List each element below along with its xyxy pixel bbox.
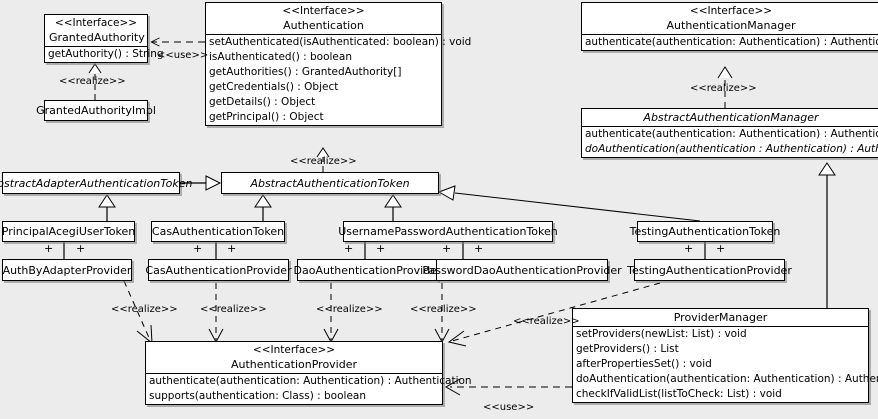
class-name: AbstractAdapterAuthenticationToken (0, 176, 193, 190)
stereotype-label: <<Interface>> (282, 5, 365, 17)
class-name: PasswordDaoAuthenticationProvider (422, 263, 622, 277)
class-name: CasAuthenticationProvider (145, 263, 292, 277)
edge-label-realize-abstractauthenticationmanager: <<realize>> (690, 83, 757, 94)
role-marker-plus: + (44, 242, 54, 255)
operations-compartment: authenticate(authentication: Authenticat… (582, 34, 878, 50)
operation-setProviders: setProviders(newList: List) : void (576, 328, 747, 340)
class-name: AuthenticationManager (666, 19, 796, 32)
edge-providermanager-extends-abstractauthenticationmanager (818, 162, 836, 308)
role-marker-plus: + (76, 242, 86, 255)
operation-getCredentials: getCredentials() : Object (209, 81, 339, 93)
edge-usernamepasswordauthenticationtoken-extends-abstractauthenticationtoken (384, 194, 402, 221)
operation-authenticate: authenticate(authentication: Authenticat… (149, 375, 472, 387)
operation-getAuthority: getAuthority() : String (48, 48, 164, 60)
edge-casauthenticationtoken-extends-abstractauthenticationtoken (254, 194, 272, 221)
class-name: TestingAuthenticationProvider (627, 263, 792, 277)
operation-getProviders: getProviders() : List (576, 343, 679, 355)
class-authentication-provider[interactable]: <<Interface>> AuthenticationProvider aut… (145, 341, 472, 405)
operation-isAuthenticated: isAuthenticated() : boolean (209, 51, 352, 63)
operations-compartment: setProviders(newList: List) : void getPr… (573, 326, 878, 402)
class-abstract-authentication-token[interactable]: AbstractAuthenticationToken (221, 172, 439, 194)
class-name: PrincipalAcegiUserToken (1, 225, 136, 238)
role-marker-plus: + (376, 242, 386, 255)
operations-compartment: setAuthenticated(isAuthenticated: boolea… (206, 34, 472, 125)
operation-afterPropertiesSet: afterPropertiesSet() : void (576, 358, 712, 370)
class-name: UsernamePasswordAuthenticationToken (338, 225, 558, 238)
role-marker-plus: + (227, 242, 237, 255)
role-marker-plus: + (474, 242, 484, 255)
class-header: ProviderManager (573, 309, 868, 326)
class-cas-authentication-token[interactable]: CasAuthenticationToken (151, 221, 285, 242)
class-abstract-adapter-authentication-token[interactable]: AbstractAdapterAuthenticationToken (0, 172, 192, 194)
edge-label-realize-testingauthenticationprovider: <<realize>> (513, 316, 580, 327)
class-granted-authority-impl[interactable]: GrantedAuthorityImpl (36, 100, 156, 121)
operation-getDetails: getDetails() : Object (209, 96, 316, 108)
operation-doAuthentication: doAuthentication(authentication: Authent… (576, 373, 878, 385)
class-password-dao-authentication-provider[interactable]: PasswordDaoAuthenticationProvider (422, 259, 622, 281)
role-marker-plus: + (344, 242, 354, 255)
class-name: TestingAuthenticationToken (629, 225, 781, 238)
operations-compartment: authenticate(authentication: Authenticat… (146, 373, 472, 404)
class-auth-by-adapter-provider[interactable]: AuthByAdapterProvider (2, 259, 132, 281)
class-header: <<Interface>> Authentication (206, 3, 441, 34)
class-username-password-authentication-token[interactable]: UsernamePasswordAuthenticationToken (338, 221, 558, 242)
operation-authenticate: authenticate(authentication: Authenticat… (585, 36, 878, 48)
stereotype-label: <<Interface>> (252, 344, 336, 356)
class-header: <<Interface>> AuthenticationManager (582, 3, 878, 34)
operations-compartment: authenticate(authentication: Authenticat… (582, 126, 878, 157)
class-testing-authentication-provider[interactable]: TestingAuthenticationProvider (627, 259, 792, 281)
class-name: AuthByAdapterProvider (2, 263, 132, 277)
class-name: GrantedAuthority (49, 31, 145, 44)
class-name: AuthenticationProvider (230, 358, 358, 371)
class-header: <<Interface>> GrantedAuthority (45, 15, 147, 46)
class-principal-acegi-user-token[interactable]: PrincipalAcegiUserToken (2, 221, 135, 242)
edge-label-realize-passworddaoauthenticationprovider: <<realize>> (410, 304, 477, 315)
class-name: GrantedAuthorityImpl (36, 104, 156, 117)
operations-compartment: getAuthority() : String (45, 46, 164, 62)
operation-checkIfValidList: checkIfValidList(listToCheck: List) : vo… (576, 388, 782, 400)
edge-label-realize-abstractauthenticationtoken: <<realize>> (290, 156, 357, 167)
class-granted-authority[interactable]: <<Interface>> GrantedAuthority getAuthor… (44, 14, 164, 63)
class-dao-authentication-provider[interactable]: DaoAuthenticationProvider (294, 259, 442, 281)
class-name: Authentication (283, 19, 364, 32)
class-cas-authentication-provider[interactable]: CasAuthenticationProvider (145, 259, 292, 281)
edge-label-realize-grantedauthorityimpl: <<realize>> (59, 76, 126, 87)
class-authentication-manager[interactable]: <<Interface>> AuthenticationManager auth… (581, 2, 878, 51)
operation-supports: supports(authentication: Class) : boolea… (149, 390, 366, 402)
operation-setAuthenticated: setAuthenticated(isAuthenticated: boolea… (209, 36, 472, 48)
class-testing-authentication-token[interactable]: TestingAuthenticationToken (630, 221, 780, 242)
class-name: ProviderManager (673, 311, 768, 324)
stereotype-label: <<Interface>> (54, 17, 138, 29)
class-abstract-authentication-manager[interactable]: AbstractAuthenticationManager authentica… (581, 108, 878, 158)
class-authentication[interactable]: <<Interface>> Authentication setAuthenti… (205, 2, 472, 126)
edge-testingauthenticationtoken-extends-abstractauthenticationtoken (437, 185, 701, 222)
edge-label-realize-casauthenticationprovider: <<realize>> (200, 304, 267, 315)
class-name: AbstractAuthenticationToken (250, 176, 410, 190)
operation-doAuthentication: doAuthentication(authentication : Authen… (585, 143, 878, 155)
edge-label-realize-authbyadapterprovider: <<realize>> (111, 304, 178, 315)
operation-getPrincipal: getPrincipal() : Object (209, 111, 324, 123)
edge-principalacegiusertoken-extends-abstractadapter (98, 194, 116, 221)
operation-authenticate: authenticate(authentication: Authenticat… (585, 128, 878, 140)
class-header: AbstractAuthenticationManager (582, 109, 878, 126)
role-marker-plus: + (193, 242, 203, 255)
class-header: <<Interface>> AuthenticationProvider (146, 342, 442, 373)
role-marker-plus: + (442, 242, 452, 255)
stereotype-label: <<Interface>> (689, 5, 773, 17)
edge-label-use-providermanager: <<use>> (483, 402, 535, 413)
role-marker-plus: + (716, 242, 726, 255)
class-provider-manager[interactable]: ProviderManager setProviders(newList: Li… (572, 308, 878, 403)
class-name: AbstractAuthenticationManager (643, 111, 819, 124)
operation-getAuthorities: getAuthorities() : GrantedAuthority[] (209, 66, 402, 78)
class-name: DaoAuthenticationProvider (293, 263, 442, 277)
class-name: CasAuthenticationToken (151, 225, 285, 238)
edge-label-use-grantedauthority: <<use>> (157, 50, 209, 61)
role-marker-plus: + (684, 242, 694, 255)
edge-label-realize-daoauthenticationprovider: <<realize>> (316, 304, 383, 315)
